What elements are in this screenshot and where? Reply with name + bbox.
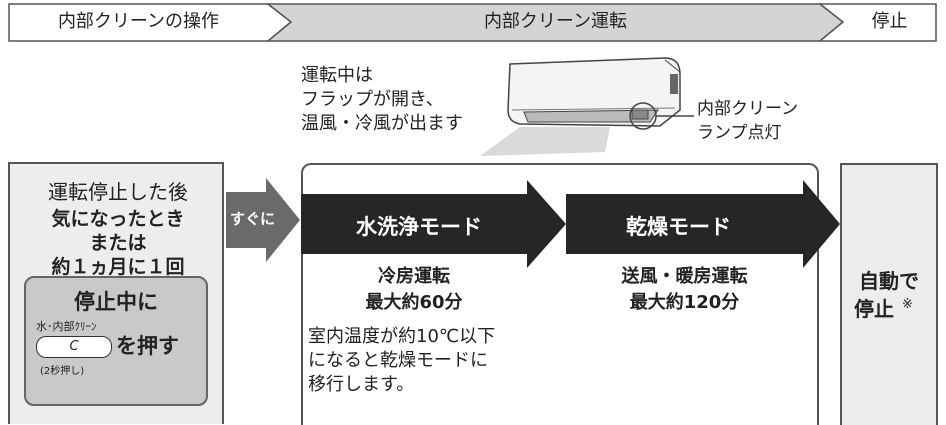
header-stop-label: 停止 (871, 11, 908, 32)
footnote-mark: ※ (902, 297, 913, 312)
condition-line-4: 約１ヵ月に１回 (51, 256, 185, 278)
auto-stop-line-1: 自動で (859, 269, 919, 293)
mode-note-line-2: になると乾燥モードに (308, 350, 488, 371)
lamp-callout-line-2: ランプ点灯 (697, 123, 782, 143)
header-running-label: 内部クリーン運転 (483, 11, 628, 32)
process-header-bar (8, 3, 937, 42)
header-operation-label: 内部クリーンの操作 (57, 11, 220, 32)
dry-mode-arrow (566, 180, 840, 268)
immediately-label: すぐに (230, 210, 276, 228)
wash-mode-label: 水洗浄モード (356, 215, 482, 239)
condition-line-3: または (89, 232, 147, 254)
callout-line-3: 温風・冷風が出ます (301, 113, 463, 134)
ac-flap (523, 109, 659, 123)
header-step-stop (817, 3, 937, 42)
press-label: を押す (116, 334, 179, 358)
wash-mode-arrow (301, 180, 566, 268)
ac-unit-body (507, 57, 681, 127)
hold-note: (2秒押し) (40, 366, 85, 377)
mode-note-line-1: 室内温度が約10℃以下 (308, 326, 496, 347)
immediately-arrow (226, 178, 300, 262)
dry-detail-2: 最大約120分 (629, 292, 740, 313)
lamp-callout-line-1: 内部クリーン (697, 99, 799, 119)
wash-detail-1: 冷房運転 (378, 266, 450, 287)
callout-line-2: フラップが開き、 (301, 89, 444, 110)
condition-line-2: 気になったとき (51, 208, 185, 230)
panel-title: 停止中に (74, 290, 158, 314)
callout-line-1: 運転中は (301, 65, 373, 86)
auto-stop-box: 自動で 停止 ※ (840, 163, 938, 425)
airflow-shape (480, 127, 610, 156)
mode-note-line-3: 移行します。 (308, 374, 415, 395)
button-instruction-panel: 停止中に 水･内部ｸﾘｰﾝ C を押す (2秒押し) (24, 276, 208, 406)
internal-clean-button[interactable]: C (36, 336, 112, 358)
wash-detail-2: 最大約60分 (365, 292, 463, 313)
operation-condition-box: 運転停止した後 気になったとき または 約１ヵ月に１回 停止中に 水･内部ｸﾘｰ… (8, 162, 224, 424)
button-caption: 水･内部ｸﾘｰﾝ (36, 320, 97, 333)
button-symbol: C (69, 339, 79, 354)
dry-mode-label: 乾燥モード (626, 215, 731, 239)
air-conditioner-illustration (480, 57, 694, 156)
auto-stop-line-2: 停止 (854, 297, 894, 321)
dry-detail-1: 送風・暖房運転 (621, 266, 748, 287)
condition-line-1: 運転停止した後 (48, 180, 188, 204)
